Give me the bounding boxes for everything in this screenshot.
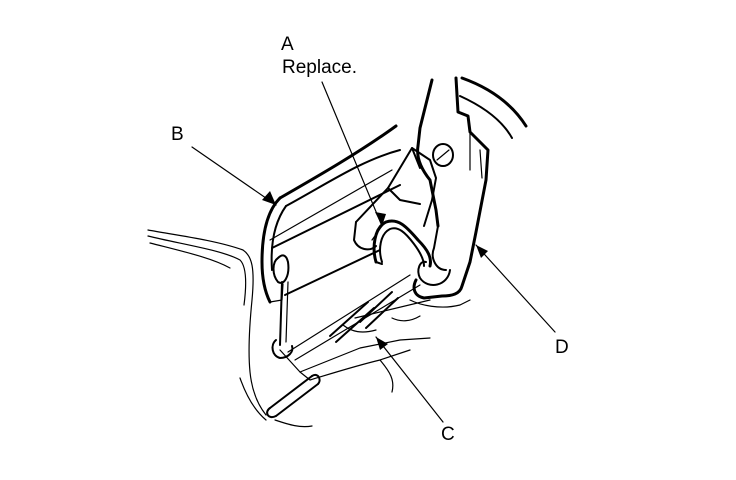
- clip-a: [372, 219, 432, 268]
- slots-c: [266, 291, 399, 418]
- callout-label-d: D: [555, 337, 569, 358]
- arrowhead-icon: [476, 245, 488, 258]
- leader-a: [321, 81, 386, 227]
- callout-label-a: A: [281, 34, 294, 55]
- hinge-arm-d: [412, 76, 528, 300]
- leader-d: [475, 244, 556, 333]
- callout-note-a: Replace.: [282, 57, 357, 78]
- leader-b: [191, 146, 277, 206]
- latch-housing: [279, 299, 471, 393]
- leader-c: [375, 336, 444, 423]
- callout-label-b: B: [171, 124, 184, 145]
- arrowhead-icon: [376, 337, 388, 350]
- seal-b: [260, 124, 401, 359]
- arrowhead-icon: [375, 212, 386, 226]
- body-panel: [147, 229, 313, 428]
- hinge-bolt-icon: [432, 143, 454, 167]
- arrowhead-icon: [262, 191, 276, 205]
- callout-label-c: C: [441, 424, 455, 445]
